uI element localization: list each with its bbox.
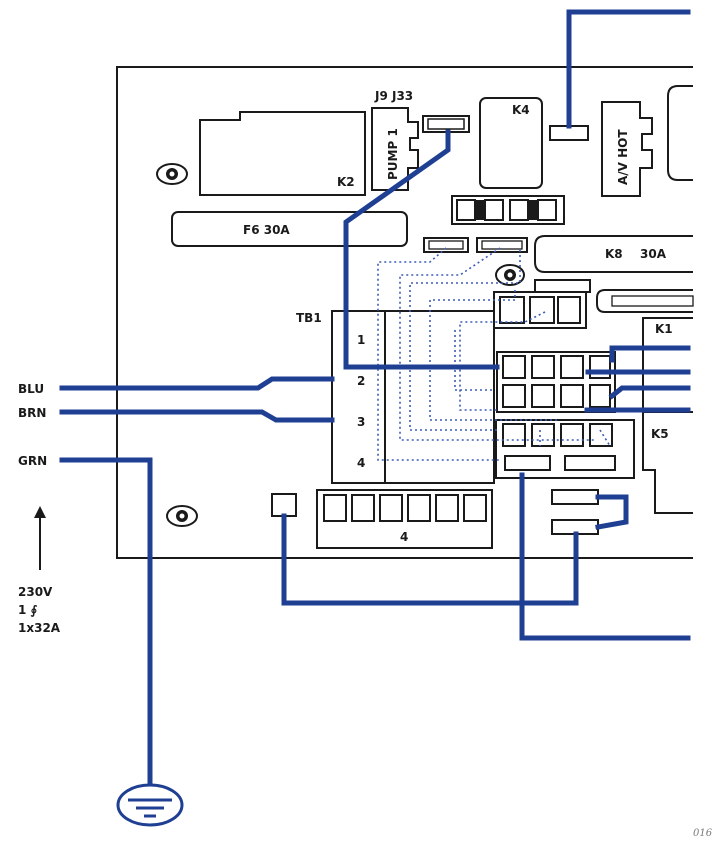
av-hot-label: A/V HOT xyxy=(616,129,630,185)
tb1-terminal-4: 4 xyxy=(357,456,365,470)
tb1-terminal-2: 2 xyxy=(357,374,365,388)
wire-bottom-loop xyxy=(281,513,579,606)
k4-label: K4 xyxy=(512,103,530,117)
wire-relay-jumper xyxy=(595,494,629,530)
supply-arrow-icon xyxy=(34,506,46,570)
component-strip xyxy=(451,195,565,225)
dotted-traces xyxy=(377,247,611,461)
k8-rating: 30A xyxy=(640,247,667,261)
k5-label: K5 xyxy=(651,427,669,441)
bottom-connector-slot-4 xyxy=(407,494,431,522)
right-edge-component xyxy=(667,85,693,181)
wire-brn xyxy=(59,409,335,423)
bottom-connector-slot-1 xyxy=(323,494,347,522)
j33-plug-inner xyxy=(427,118,465,130)
brn-label: BRN xyxy=(18,406,46,420)
right-edge-connector xyxy=(596,289,693,313)
pump1-connector xyxy=(371,107,419,191)
wire-grn xyxy=(59,457,153,793)
pump1-label: PUMP 1 xyxy=(386,128,400,180)
k4-relay xyxy=(479,97,543,189)
k1-label: K1 xyxy=(655,322,673,336)
pcb-board-outline xyxy=(116,66,693,559)
wire-blu xyxy=(59,376,335,391)
wire-pump xyxy=(343,129,500,370)
av-hot-connector xyxy=(601,101,653,197)
ground-icon xyxy=(116,783,184,827)
supply-current: 1x32A xyxy=(18,621,61,635)
j9-j33-label: J9 J33 xyxy=(374,89,413,103)
tb1-terminal-block xyxy=(331,310,495,484)
mounting-screw-top xyxy=(156,163,188,185)
small-connector-b-inner xyxy=(481,240,523,250)
bottom-connector-slot-2 xyxy=(351,494,375,522)
mounting-screw-middle xyxy=(495,264,525,286)
mounting-screw-bottom xyxy=(166,505,198,527)
supply-phase: 1 ∮ xyxy=(18,603,38,617)
bottom-connector-label: 4 xyxy=(400,530,408,544)
header-slot-1 xyxy=(499,296,525,324)
tb1-label: TB1 xyxy=(296,311,322,325)
k2-label: K2 xyxy=(337,175,355,189)
header-slot-3 xyxy=(557,296,581,324)
k8-relay xyxy=(534,235,693,273)
k2-relay xyxy=(199,111,366,196)
wire-k1-out-3 xyxy=(608,385,691,400)
bottom-connector-slot-3 xyxy=(379,494,403,522)
small-connector-b xyxy=(476,237,528,253)
k5-contact-grid xyxy=(495,419,635,479)
header-slot-2 xyxy=(529,296,555,324)
bottom-relay-upper xyxy=(551,489,599,505)
tb1-terminal-3: 3 xyxy=(357,415,365,429)
tb1-terminal-1: 1 xyxy=(357,333,365,347)
bottom-connector-slot-6 xyxy=(463,494,487,522)
wire-k5-out xyxy=(519,472,691,641)
footer-code: 016 xyxy=(693,828,713,839)
supply-voltage: 230V xyxy=(18,585,53,599)
relay-contact-grid xyxy=(496,351,616,413)
small-connector-a xyxy=(423,237,469,253)
blu-label: BLU xyxy=(18,382,44,396)
right-edge-connector-inner xyxy=(611,295,694,307)
wire-k1-out-1 xyxy=(609,345,691,363)
test-point xyxy=(271,493,297,517)
wire-k4-supply xyxy=(566,9,691,129)
k8-label: K8 xyxy=(605,247,623,261)
bottom-connector-slot-5 xyxy=(435,494,459,522)
grn-label: GRN xyxy=(18,454,47,468)
f6-label: F6 30A xyxy=(243,223,290,237)
